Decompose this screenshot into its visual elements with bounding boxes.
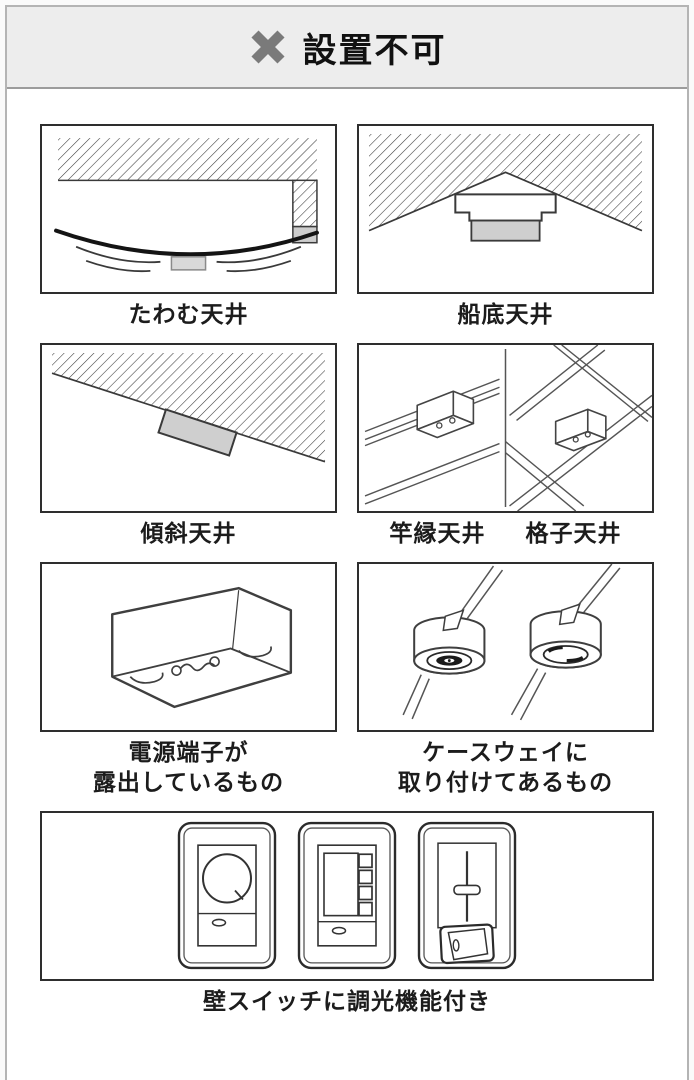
lattice-ceiling-label: 格子天井 bbox=[525, 519, 622, 546]
figure-saobuchi-lattice-ceiling: 竿縁天井 格子天井 bbox=[357, 342, 654, 549]
saobuchi-lattice-labels: 竿縁天井 格子天井 bbox=[357, 519, 654, 549]
figure-sloped-ceiling: 傾斜天井 bbox=[40, 342, 337, 549]
sloped-ceiling-label: 傾斜天井 bbox=[140, 519, 237, 546]
figure-boat-bottom-ceiling: 船底天井 bbox=[357, 124, 654, 330]
row-3: 電源端子が 露出しているもの bbox=[40, 561, 654, 798]
slider-dimmer-switch bbox=[417, 821, 517, 969]
caseway-panel bbox=[357, 561, 654, 732]
button-dimmer-switch bbox=[297, 821, 397, 969]
sagging-ceiling-label: たわむ天井 bbox=[128, 301, 249, 327]
caseway-label-line1: ケースウェイに bbox=[422, 738, 589, 765]
header-banner: 設置不可 bbox=[7, 7, 687, 89]
exposed-terminal-panel bbox=[40, 561, 337, 732]
exposed-terminal-label-line1: 電源端子が bbox=[128, 738, 249, 765]
page-frame: 設置不可 bbox=[5, 5, 689, 1080]
saobuchi-lattice-panel bbox=[357, 342, 654, 513]
wall-switch-illustration bbox=[177, 821, 517, 969]
figure-sagging-ceiling: たわむ天井 bbox=[40, 124, 337, 330]
figure-wall-switch: 壁スイッチに調光機能付き bbox=[40, 810, 654, 1017]
exposed-terminal-illustration bbox=[111, 586, 293, 708]
boat-bottom-ceiling-label: 船底天井 bbox=[457, 301, 554, 327]
sagging-ceiling-illustration bbox=[54, 138, 319, 273]
boat-bottom-ceiling-illustration bbox=[368, 134, 643, 242]
sloped-ceiling-illustration bbox=[51, 352, 326, 463]
rotary-dimmer-switch bbox=[177, 821, 277, 969]
figure-caseway: ケースウェイに 取り付けてあるもの bbox=[357, 561, 654, 798]
caseway-illustration bbox=[402, 563, 621, 721]
content-area: たわむ天井 船底天井 bbox=[7, 89, 687, 1016]
row-2: 傾斜天井 bbox=[40, 342, 654, 549]
wall-switch-panel bbox=[40, 810, 654, 981]
caseway-label-line2: 取り付けてあるもの bbox=[397, 768, 614, 795]
row-4: 壁スイッチに調光機能付き bbox=[40, 810, 654, 1017]
exposed-terminal-label: 電源端子が 露出しているもの bbox=[40, 738, 337, 798]
row-1: たわむ天井 船底天井 bbox=[40, 124, 654, 330]
saobuchi-ceiling-label: 竿縁天井 bbox=[389, 519, 486, 546]
saobuchi-lattice-illustration bbox=[364, 344, 652, 511]
page-title: 設置不可 bbox=[302, 31, 447, 70]
caseway-label: ケースウェイに 取り付けてあるもの bbox=[357, 738, 654, 798]
sagging-ceiling-panel bbox=[40, 124, 337, 294]
figure-exposed-terminal: 電源端子が 露出しているもの bbox=[40, 561, 337, 798]
boat-bottom-ceiling-panel bbox=[357, 124, 654, 294]
sloped-ceiling-panel bbox=[40, 342, 337, 513]
wall-switch-label: 壁スイッチに調光機能付き bbox=[203, 987, 491, 1014]
x-mark-icon bbox=[250, 30, 285, 64]
exposed-terminal-label-line2: 露出しているもの bbox=[92, 768, 285, 795]
